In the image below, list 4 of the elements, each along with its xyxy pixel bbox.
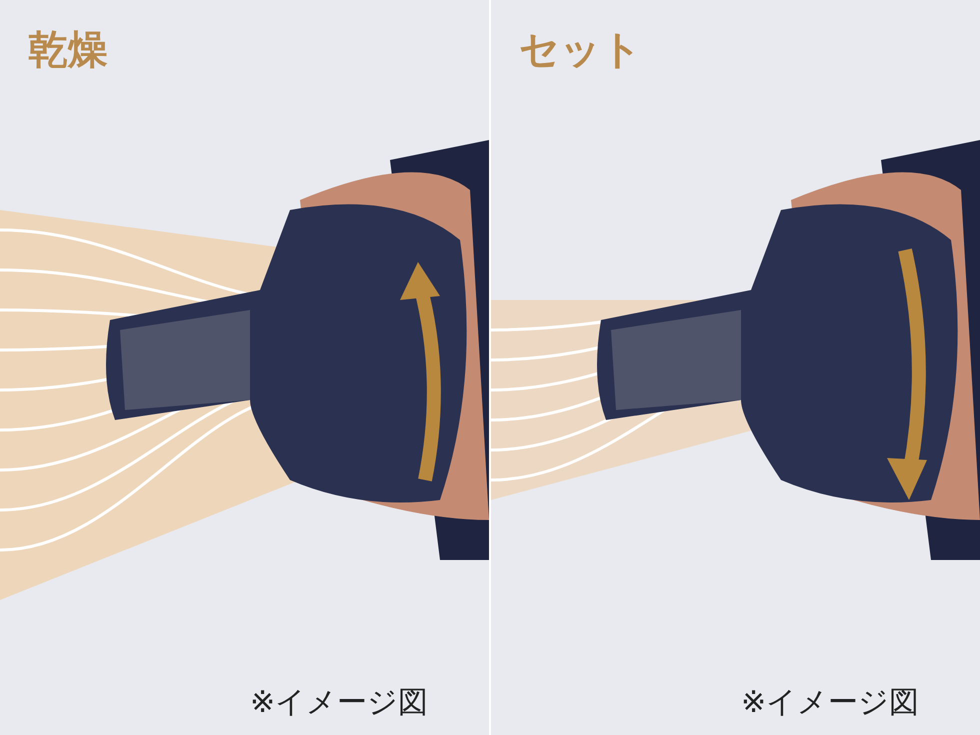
panel-title: 乾燥	[28, 26, 108, 75]
panel-title: セット	[519, 26, 642, 75]
image-note: ※イメージ図	[741, 684, 920, 722]
image-note: ※イメージ図	[250, 684, 428, 722]
